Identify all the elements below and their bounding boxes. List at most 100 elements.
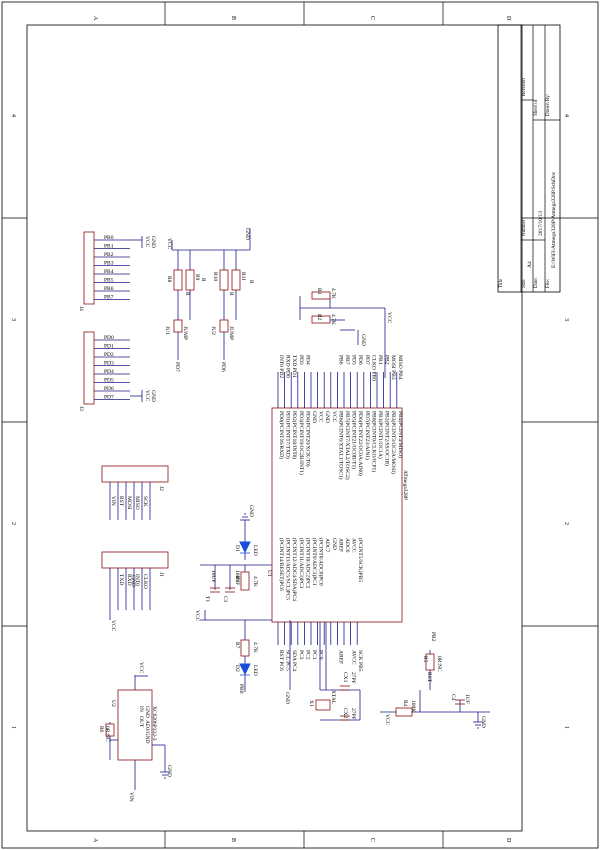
- x1-value: XTAL: [330, 690, 336, 705]
- j2-pin-rst: RST: [118, 496, 124, 507]
- capacitor-c4: [455, 699, 465, 705]
- j4-pin-label: PB2: [104, 252, 114, 258]
- regulator-pin-out: OUT: [138, 716, 144, 728]
- mcu-left-net-label: PD3: [298, 355, 304, 365]
- mcu-right-pin-label: AVCC: [351, 538, 357, 553]
- d2-value: LED: [252, 665, 258, 676]
- mcu-left-net-label: CLKO PB0: [370, 355, 376, 381]
- resistor-r2: [311, 315, 331, 324]
- title-block: [497, 24, 561, 293]
- mcu-left-pin-label: VCC: [318, 411, 324, 423]
- r8-ref: R8: [166, 276, 172, 283]
- mcu-left-net-label: PB1: [377, 355, 383, 365]
- j3-pin-label: PD4: [104, 369, 114, 375]
- ju1-net: PD7: [174, 362, 180, 372]
- regulator-pin-gnd: GND: [144, 706, 150, 718]
- r5-ref: R5: [422, 656, 428, 663]
- r9-value: R: [200, 278, 206, 282]
- j4-pin-label: PB0: [104, 235, 114, 241]
- resistor-r8: [173, 269, 183, 291]
- i2c-pullup-wires: [299, 296, 386, 378]
- mcu-left-pin-label: PD7(PCINT23/AIN1): [364, 411, 371, 460]
- r6-value: 0R:NC: [104, 726, 110, 742]
- zone-letter-a-bottom: A: [92, 838, 98, 843]
- regulator-vin-net: VIN: [128, 792, 134, 802]
- cluster-vcc: VCC: [194, 610, 200, 622]
- capacitor-c1: [225, 587, 235, 593]
- r8-value: R: [184, 292, 190, 296]
- r7-ref: R7: [234, 642, 240, 649]
- mcu-left-pin-label: PB0(PCINT0/CLKO/ICP1): [370, 411, 377, 472]
- j4-vcc: VCC: [144, 236, 150, 248]
- mcu-left-pin-label: GND: [311, 411, 317, 423]
- mcu-pin-stubs: [277, 372, 398, 645]
- drawn-by-label: Drawn By:: [546, 94, 551, 116]
- t1-ref: T1: [204, 596, 210, 602]
- led-d1: [239, 541, 251, 554]
- regulator-pin-adj: ADJ/GND: [144, 720, 150, 744]
- mcu-left-net-label: PB6: [337, 355, 343, 365]
- j3-pin-label: PD6: [104, 386, 114, 392]
- connector-j4-body: [83, 231, 95, 305]
- mcu-right-net-label: SCL PC5: [285, 650, 291, 671]
- mcu-left-pin-label: PD0(PCINT16/RXD): [278, 411, 285, 459]
- r4-ref: R4: [402, 700, 408, 707]
- r1-value: 4.7K: [252, 576, 258, 587]
- mcu-left-pin-label: PD3(PCINT19/OC2B/INT1): [298, 411, 305, 475]
- j3-pin-label: PD7: [104, 395, 114, 401]
- r5-net: PB2: [430, 632, 436, 642]
- zone-letter-b-top: B: [230, 16, 236, 20]
- d2-net: PB0: [238, 684, 244, 694]
- j3-ref: J3: [78, 406, 84, 411]
- mcu-right-net-label: RST PC6: [278, 650, 284, 671]
- regulator-vcc-net: VCC: [138, 662, 144, 674]
- cx1-ref: CX1: [342, 672, 348, 683]
- date-label: Date:: [534, 277, 539, 288]
- resistor-r11: [231, 269, 241, 291]
- mcu-left-pin-label: PB7(PCINT7/XTAL2/TOSC2): [344, 411, 351, 480]
- mcu-left-pin-label: GND: [324, 411, 330, 423]
- zone-letter-c-bottom: C: [369, 838, 375, 842]
- size-value: A4: [527, 261, 533, 268]
- j4-pin-label: PB5: [104, 278, 114, 284]
- pullup-vcc: VCC: [166, 238, 172, 250]
- j1-pin-clko: CLKO: [142, 574, 148, 589]
- jumper-ju2: [219, 319, 229, 333]
- resistor-r10: [219, 269, 229, 291]
- mcu-left-pin-label: PD1(PCINT17/TXD): [285, 411, 292, 459]
- connector-j3-pins: [94, 339, 130, 400]
- mcu-right-pin-label: (PCINT9/ADC1)PC1: [311, 538, 318, 586]
- mcu-right-pin-labels: (PCINT14/RESET)PC6(PCINT13/ADC5/SCL)PC5(…: [278, 538, 364, 601]
- resistor-r7: [240, 639, 250, 657]
- mcu-right-pin-label: AREF: [337, 538, 343, 552]
- j4-pin-label: PB3: [104, 261, 114, 267]
- r9-ref: R9: [194, 274, 200, 281]
- cx2-ref: CX2: [342, 708, 348, 719]
- mcu-left-net-label: RXD PD0: [285, 355, 291, 378]
- mcu-right-net-label: AVCC: [351, 650, 357, 665]
- j4-pin-label: PB1: [104, 244, 114, 250]
- crystal-gnd: GND: [284, 692, 290, 704]
- regulator-pin-in: IN: [138, 706, 144, 712]
- c1-value: 100NF: [234, 570, 240, 585]
- mcu-left-pin-label: VCC: [331, 411, 337, 423]
- mcu-right-net-label: PC1: [311, 650, 317, 660]
- ground-symbol-u2: [160, 771, 170, 779]
- mcu-left-net-label: PD7: [364, 355, 370, 365]
- mcu-right-net-label: PC0: [318, 650, 324, 660]
- r10-ref: R10: [212, 272, 218, 281]
- title-label: Title: [499, 278, 504, 288]
- regulator-u2-body: [117, 689, 153, 761]
- resistor-r3: [311, 291, 331, 300]
- cx2-value: 27PF: [350, 708, 356, 720]
- mcu-right-pin-label: ADC6: [344, 538, 350, 553]
- i2c-vcc: VCC: [386, 312, 392, 324]
- date-value: 2017/10/13: [538, 211, 544, 236]
- j3-pin-label: PD0: [104, 335, 114, 341]
- mcu-right-pin-label: (PCINT13/ADC5/SCL)PC5: [285, 538, 292, 600]
